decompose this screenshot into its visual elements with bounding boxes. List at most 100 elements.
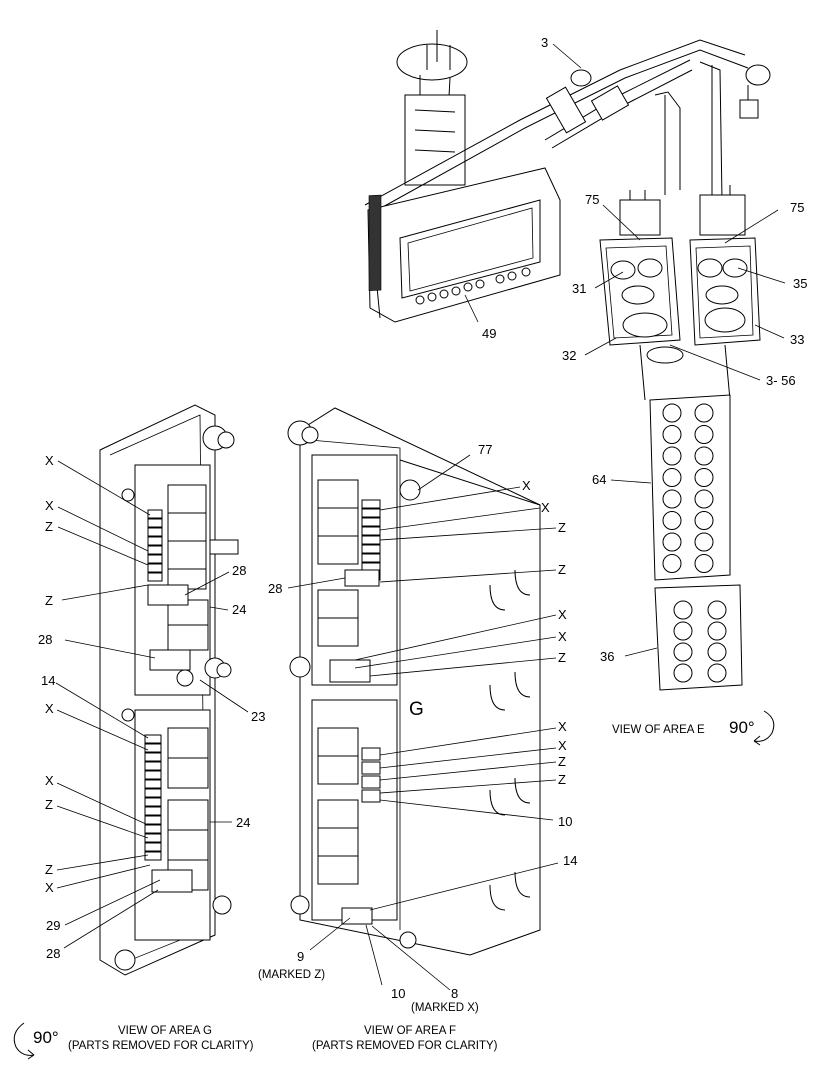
callout-f-x3: X bbox=[558, 607, 567, 622]
fuse-slot bbox=[144, 734, 162, 744]
callout-f-x1: X bbox=[522, 478, 531, 493]
rotation-arrow-g-icon bbox=[13, 1022, 35, 1060]
relay-stack-lower-f bbox=[317, 727, 359, 885]
callout-f-8: 8 bbox=[451, 986, 458, 1001]
plug-hole bbox=[662, 468, 682, 487]
plug-hole bbox=[694, 468, 714, 487]
callout-g-28b: 28 bbox=[38, 632, 52, 647]
fuse-slot bbox=[361, 508, 381, 518]
relay-stack-upper-g bbox=[167, 484, 209, 651]
callout-f-14: 14 bbox=[563, 853, 577, 868]
callout-f-x6: X bbox=[558, 738, 567, 753]
fuse-slot bbox=[361, 553, 381, 563]
callout-f-28: 28 bbox=[268, 581, 282, 596]
captions: VIEW OF AREA E 90° 90° VIEW OF AREA G (P… bbox=[13, 710, 775, 1060]
fuse-slot bbox=[147, 536, 163, 546]
callout-g-x1: X bbox=[45, 453, 54, 468]
fuse-slot bbox=[147, 563, 163, 573]
callout-36: 36 bbox=[600, 649, 614, 664]
caption-area-e: VIEW OF AREA E bbox=[612, 724, 705, 736]
callout-f-x4: X bbox=[558, 629, 567, 644]
callout-31: 31 bbox=[572, 281, 586, 296]
grommet-23 bbox=[176, 669, 194, 687]
fuse-slot bbox=[361, 517, 381, 527]
leader-lines bbox=[55, 43, 786, 991]
callout-3: 3 bbox=[541, 35, 548, 50]
callout-g-z2: Z bbox=[45, 593, 53, 608]
fuse-panel-36 bbox=[654, 584, 743, 691]
callout-75-right: 75 bbox=[790, 200, 804, 215]
rotation-label-e: 90° bbox=[729, 718, 755, 737]
plug-hole bbox=[673, 642, 693, 662]
fuse-slot bbox=[144, 788, 162, 798]
fuse-slot bbox=[147, 509, 163, 519]
fuse-slot bbox=[361, 535, 381, 545]
callout-g-z3: Z bbox=[45, 797, 53, 812]
fuse-slot bbox=[144, 761, 162, 771]
callout-f-9: 9 bbox=[297, 949, 304, 964]
plug-hole bbox=[662, 511, 682, 530]
plug-hole bbox=[694, 403, 714, 423]
fuse-slot bbox=[144, 743, 162, 753]
connector-housing-left bbox=[599, 190, 681, 346]
callout-64: 64 bbox=[592, 472, 606, 487]
plug-hole bbox=[707, 642, 727, 662]
callout-3-56: 3- 56 bbox=[766, 373, 796, 388]
harness-cables bbox=[364, 39, 771, 214]
callout-g-28a: 28 bbox=[232, 563, 246, 578]
callout-g-x5: X bbox=[45, 880, 54, 895]
plug-hole bbox=[673, 663, 693, 683]
plug-hole bbox=[662, 554, 682, 573]
connector-8-9 bbox=[341, 907, 373, 925]
connector-28-f bbox=[344, 569, 380, 587]
callout-f-z4: Z bbox=[558, 754, 566, 769]
callout-g-14: 14 bbox=[41, 673, 55, 688]
fuse-slot bbox=[147, 572, 163, 582]
plug-hole bbox=[694, 446, 714, 466]
rotation-arrow-e-icon bbox=[753, 710, 775, 746]
fuse-slot bbox=[144, 815, 162, 825]
callout-g-23: 23 bbox=[251, 709, 265, 724]
callout-32: 32 bbox=[562, 348, 576, 363]
monitor-buttons bbox=[415, 267, 531, 305]
fuse-block-lower-f bbox=[361, 747, 381, 803]
plug-hole bbox=[707, 621, 727, 641]
fuse-slot bbox=[144, 752, 162, 762]
connector-28b bbox=[149, 649, 191, 671]
plug-hole bbox=[662, 403, 682, 423]
callout-g-z1: Z bbox=[45, 519, 53, 534]
plug-hole bbox=[694, 425, 714, 444]
callout-g-z4: Z bbox=[45, 862, 53, 877]
caption-area-f-sub: (PARTS REMOVED FOR CLARITY) bbox=[312, 1040, 498, 1052]
plug-hole bbox=[694, 532, 714, 552]
fuse-slot bbox=[144, 842, 162, 852]
area-g-view bbox=[99, 404, 239, 976]
fuse-slot bbox=[361, 526, 381, 536]
plug-hole bbox=[662, 489, 682, 509]
fuse-slot bbox=[144, 770, 162, 780]
fuse-strip-lower-g bbox=[144, 734, 162, 861]
callout-f-10a: 10 bbox=[558, 814, 572, 829]
connector-28a bbox=[147, 584, 189, 606]
plug-hole bbox=[707, 663, 727, 683]
fuse-slot bbox=[147, 545, 163, 555]
fuse-slot bbox=[144, 833, 162, 843]
fuse-slot bbox=[144, 779, 162, 789]
fuse-slot bbox=[147, 554, 163, 564]
relay-stack-lower-g bbox=[167, 727, 209, 891]
fuse-slot bbox=[361, 499, 381, 509]
callout-g-29: 29 bbox=[46, 918, 60, 933]
mounting-bolts-f bbox=[287, 420, 421, 949]
callout-f-marked-z: (MARKED Z) bbox=[258, 969, 325, 981]
callout-35: 35 bbox=[793, 276, 807, 291]
area-f-view bbox=[287, 407, 541, 956]
fuse-slot bbox=[147, 518, 163, 528]
rotation-label-g: 90° bbox=[33, 1028, 59, 1047]
callout-g-24b: 24 bbox=[236, 815, 250, 830]
side-clips-f bbox=[489, 569, 531, 911]
connector-29 bbox=[151, 869, 193, 893]
callout-f-x5: X bbox=[558, 719, 567, 734]
fuse-slot bbox=[144, 851, 162, 861]
callout-f-z3: Z bbox=[558, 650, 566, 665]
fuse-slot bbox=[361, 544, 381, 554]
